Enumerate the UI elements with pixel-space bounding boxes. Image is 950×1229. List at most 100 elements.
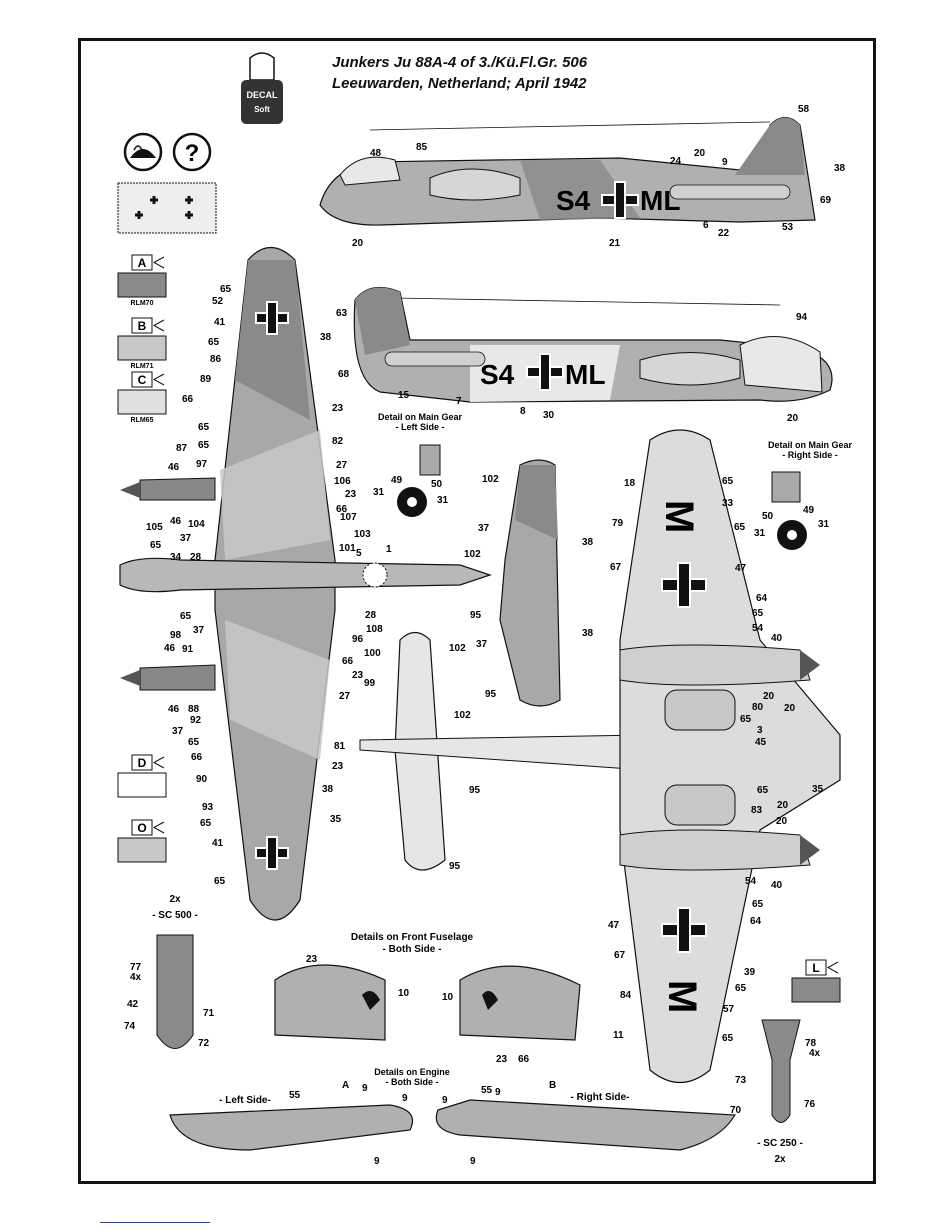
bottom-wing-callout: 83 [751, 805, 763, 816]
bottom-wing-callout: 64 [750, 916, 762, 927]
tail-callout: 102 [454, 710, 471, 721]
top-wing-callout: 23 [332, 761, 344, 772]
top-wing-callout: 65 [208, 337, 220, 348]
bombs-callout: 70 [730, 1105, 742, 1116]
bottom-wing-callout: 47 [735, 563, 747, 574]
gear-callout: 31 [754, 528, 766, 539]
top-wing-callout: 104 [188, 519, 205, 530]
top-wing-callout: 5 [356, 548, 362, 559]
bottom-wing-callout: 65 [740, 714, 752, 725]
swatch-letter: B [138, 319, 147, 333]
gear-callout: 31 [373, 487, 385, 498]
engine-callout: 9 [374, 1156, 380, 1167]
engine-callout: B [549, 1080, 556, 1091]
gear-callout: 50 [762, 511, 774, 522]
front-callout: 23 [306, 954, 318, 965]
top-wing-callout: 97 [196, 459, 208, 470]
decal-soft-jar-icon: DECAL Soft [241, 52, 283, 124]
top-side-callout: 48 [370, 148, 382, 159]
top-wing-callout: 96 [352, 634, 364, 645]
bombs-callout: 76 [804, 1099, 816, 1110]
top-side-callout: 85 [416, 142, 428, 153]
tail-callout: 95 [449, 861, 461, 872]
side-view-right: S4 ML [353, 286, 833, 403]
swatch-letter: O [137, 821, 146, 835]
front-fuselage-detail: Details on Front Fuselage - Both Side - [274, 932, 581, 1041]
engine-detail: Details on Engine - Both Side - - Left S… [169, 1067, 737, 1151]
bottom-wing-callout: 33 [722, 498, 734, 509]
svg-text:Detail on Main Gear: Detail on Main Gear [768, 440, 853, 450]
lower-side-callout: 30 [543, 410, 555, 421]
swatch-letter: D [138, 756, 147, 770]
engine-callout: 9 [442, 1095, 448, 1106]
bottom-wing-callout: 64 [756, 593, 768, 604]
side-code-left-lower: S4 [480, 359, 515, 390]
bottom-view-plan: M M [619, 429, 841, 1083]
bottom-wing-callout: 65 [757, 785, 769, 796]
bottom-wing-callout: 80 [752, 702, 764, 713]
top-wing-callout: 23 [352, 670, 364, 681]
top-wing-callout: 89 [200, 374, 212, 385]
top-side-callout: 21 [609, 238, 621, 249]
top-wing-callout: 65 [220, 284, 232, 295]
sc500-bomb: 2x - SC 500 - [152, 894, 198, 1049]
lower-side-callout: 7 [456, 396, 462, 407]
swatch-color-box [117, 772, 167, 798]
front-callout: 10 [398, 988, 410, 999]
side-code-left-top: S4 [556, 185, 591, 216]
bombs-callout: 4x [130, 972, 142, 983]
bottom-wing-callout: 20 [784, 703, 796, 714]
tail-callout: 102 [482, 474, 499, 485]
tail-callout: 102 [464, 549, 481, 560]
tail-callout: 95 [469, 785, 481, 796]
side-code-right-top: ML [640, 185, 680, 216]
gear-callout: 31 [818, 519, 830, 530]
swatch-name: RLM71 [131, 363, 154, 370]
bottom-wing-callout: 11 [613, 1030, 624, 1041]
front-callout: 23 [496, 1054, 508, 1065]
engine-callout: 9 [362, 1083, 368, 1094]
top-wing-callout: 28 [190, 552, 202, 563]
lower-side-callout: 94 [796, 312, 808, 323]
bombs-callout: 4x [809, 1048, 821, 1059]
svg-text:- Left Side-: - Left Side- [219, 1095, 271, 1106]
engine-callout: A [342, 1080, 349, 1091]
tail-callout: 38 [582, 628, 594, 639]
swatch-color-box [117, 389, 167, 415]
swatch-color-box [117, 837, 167, 863]
swatch-o: O [117, 819, 167, 863]
top-wing-callout: 66 [342, 656, 354, 667]
top-wing-callout: 46 [168, 704, 180, 715]
bombs-callout: 72 [198, 1038, 210, 1049]
bottom-wing-callout: 84 [620, 990, 632, 1001]
svg-text:Details on Front Fuselage: Details on Front Fuselage [351, 932, 474, 943]
top-side-callout: 20 [694, 148, 706, 159]
top-wing-callout: 23 [332, 403, 344, 414]
top-wing-callout: 82 [332, 436, 344, 447]
top-wing-callout: 106 [334, 476, 351, 487]
svg-text:- SC 250 -: - SC 250 - [757, 1138, 803, 1149]
jar-word-1: DECAL [247, 90, 279, 100]
top-wing-callout: 101 [339, 543, 356, 554]
top-wing-callout: 38 [322, 784, 334, 795]
engine-callout: 9 [495, 1087, 501, 1098]
engine-callout: 9 [402, 1093, 408, 1104]
swatch-letter: A [138, 256, 147, 270]
top-wing-callout: 52 [212, 296, 224, 307]
svg-text:- SC 500 -: - SC 500 - [152, 910, 198, 921]
title-line-2: Leeuwarden, Netherland; April 1942 [332, 75, 587, 92]
engine-callout: 55 [481, 1085, 493, 1096]
bombs-callout: 42 [127, 999, 139, 1010]
bottom-wing-callout: 35 [812, 784, 824, 795]
bombs-callout: 74 [124, 1021, 136, 1032]
bottom-wing-callout: 40 [771, 633, 783, 644]
bottom-wing-callout: 54 [745, 876, 757, 887]
top-side-callout: 22 [718, 228, 730, 239]
bottom-wing-callout: 40 [771, 880, 783, 891]
swatch-name: RLM65 [131, 417, 154, 424]
water-transfer-icon [123, 132, 163, 172]
svg-text:- Right Side -: - Right Side - [782, 450, 838, 460]
svg-text:Details on Engine: Details on Engine [374, 1067, 450, 1077]
